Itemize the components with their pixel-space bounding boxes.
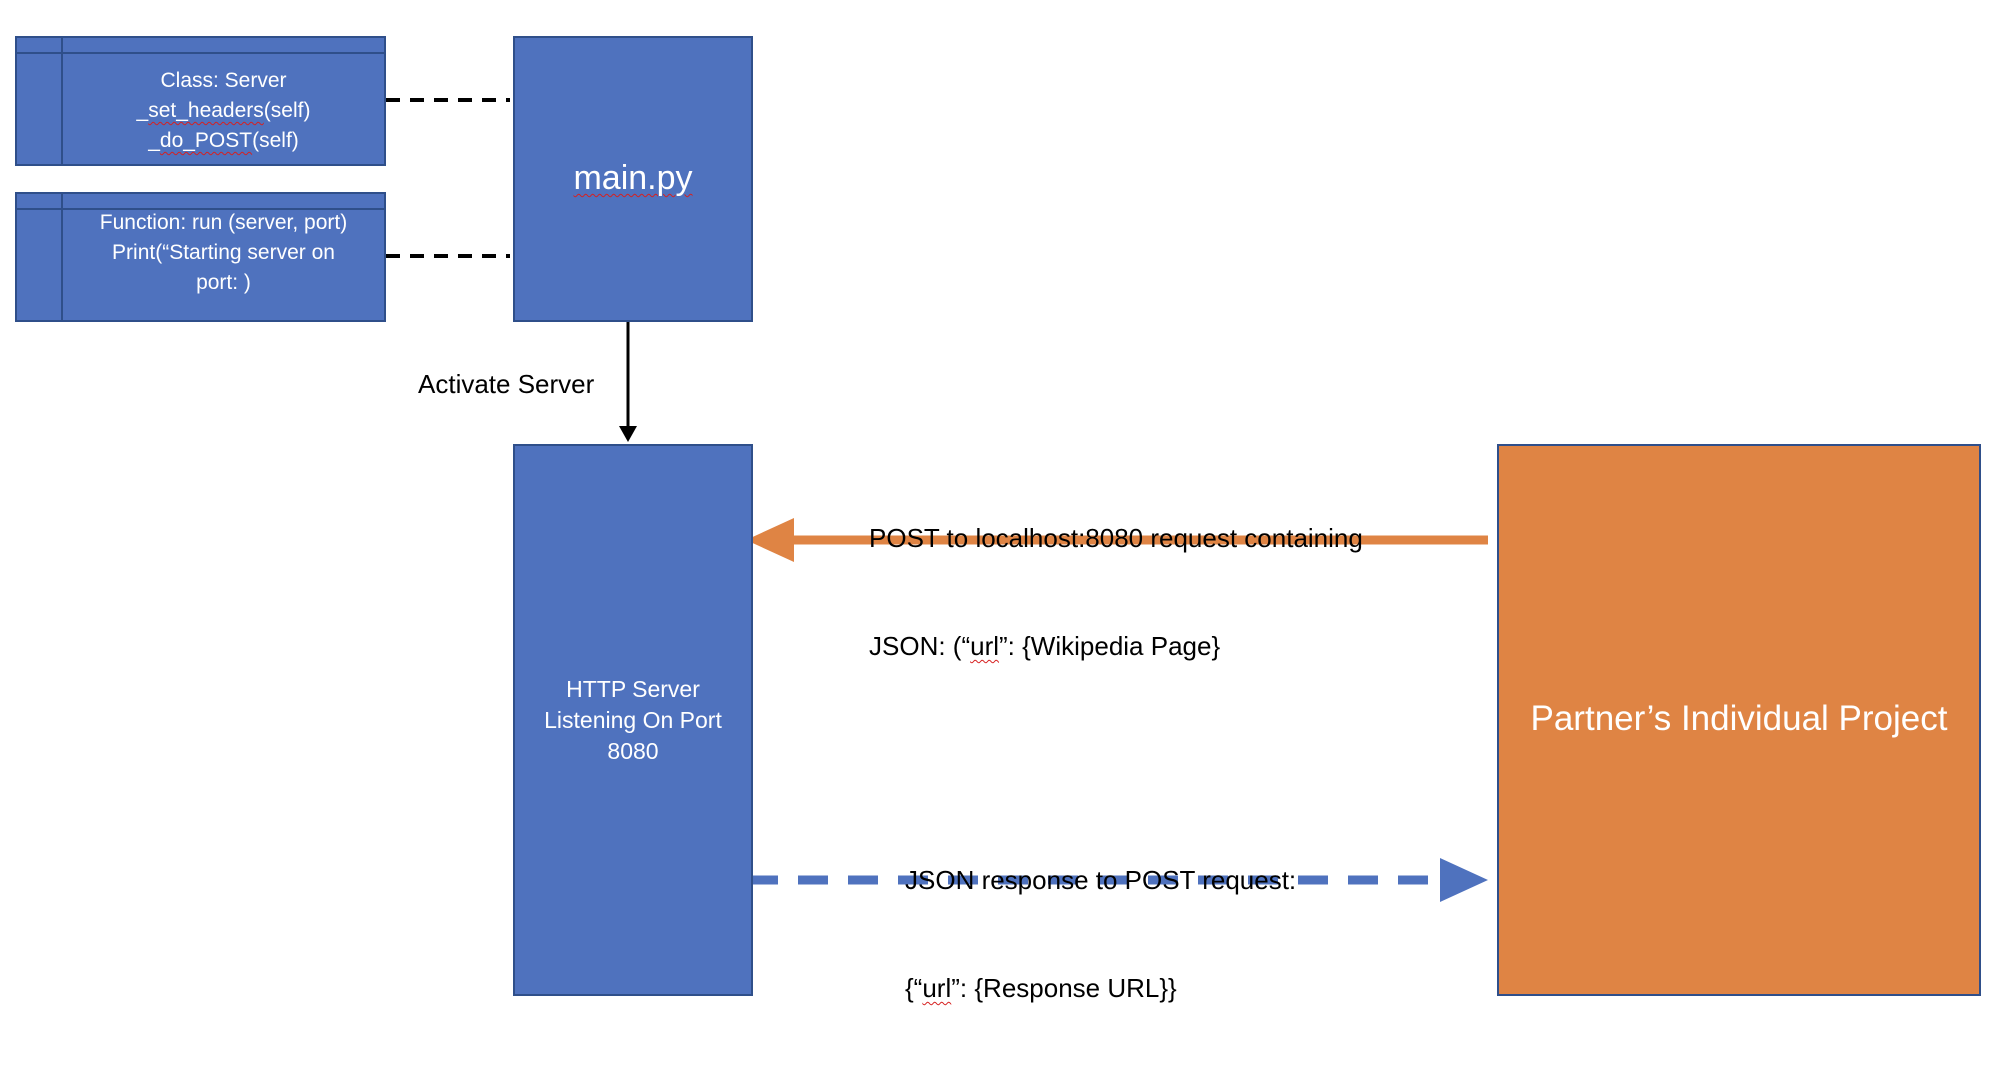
http-server-line3: 8080 (607, 738, 659, 764)
response-label: JSON response to POST request: {“url”: {… (905, 790, 1296, 1042)
post-label-line2-prefix: JSON: (“ (869, 631, 971, 661)
table-header-divider (17, 52, 384, 54)
class-box-line2-prefix: _ (136, 99, 149, 122)
main-py-label-wrap: main.py (515, 158, 751, 198)
post-label-url: url (970, 631, 1000, 661)
class-box-line3-prefix: _ (148, 129, 160, 152)
main-py-box: main.py (513, 36, 753, 322)
response-arrowhead (1440, 858, 1488, 902)
class-box-line3: _do_POST(self) (148, 126, 299, 156)
partner-project-label-wrap: Partner’s Individual Project (1499, 698, 1979, 740)
response-label-url: url (922, 973, 952, 1003)
class-box-line1: Class: Server (160, 69, 287, 92)
table-column-divider (61, 194, 63, 320)
function-box-line1: Function: run (server, port) (99, 211, 348, 234)
http-server-line1: HTTP Server (566, 676, 700, 702)
class-box-line2: _set_headers(self) (137, 96, 311, 126)
http-server-label: HTTP Server Listening On Port 8080 (515, 674, 751, 767)
partner-project-label: Partner’s Individual Project (1530, 699, 1948, 738)
class-box-text: Class: Server _set_headers(self) _do_POS… (63, 66, 384, 164)
set-headers-method: set_headers (148, 99, 264, 122)
activate-arrowhead (619, 426, 637, 442)
response-label-line2-suffix: ”: {Response URL}} (951, 973, 1177, 1003)
class-box-line2-suffix: (self) (263, 99, 311, 122)
function-run-box: Function: run (server, port) Print(“Star… (15, 192, 386, 322)
do-post-method: do_POST (159, 129, 253, 152)
response-label-line1: JSON response to POST request: (905, 865, 1297, 895)
class-box-line3-suffix: (self) (252, 129, 299, 152)
http-server-box: HTTP Server Listening On Port 8080 (513, 444, 753, 996)
post-request-label: POST to localhost:8080 request containin… (869, 448, 1363, 700)
post-arrowhead (746, 518, 794, 562)
table-column-divider (61, 38, 63, 164)
main-py-label: main.py (573, 159, 693, 197)
class-server-box: Class: Server _set_headers(self) _do_POS… (15, 36, 386, 166)
function-box-text: Function: run (server, port) Print(“Star… (63, 208, 384, 320)
post-label-line2-suffix: ”: {Wikipedia Page} (999, 631, 1221, 661)
http-server-line2: Listening On Port (544, 707, 722, 733)
response-label-line2: {“url”: {Response URL}} (905, 970, 1296, 1006)
function-box-line2: Print(“Starting server on (112, 241, 335, 264)
response-label-line2-prefix: {“ (905, 973, 923, 1003)
partner-project-box: Partner’s Individual Project (1497, 444, 1981, 996)
function-box-line3: port: ) (196, 271, 251, 294)
activate-server-label: Activate Server (418, 369, 595, 399)
post-label-line1: POST to localhost:8080 request containin… (869, 523, 1363, 553)
post-label-line2: JSON: (“url”: {Wikipedia Page} (869, 628, 1363, 664)
table-header-divider (17, 208, 384, 210)
